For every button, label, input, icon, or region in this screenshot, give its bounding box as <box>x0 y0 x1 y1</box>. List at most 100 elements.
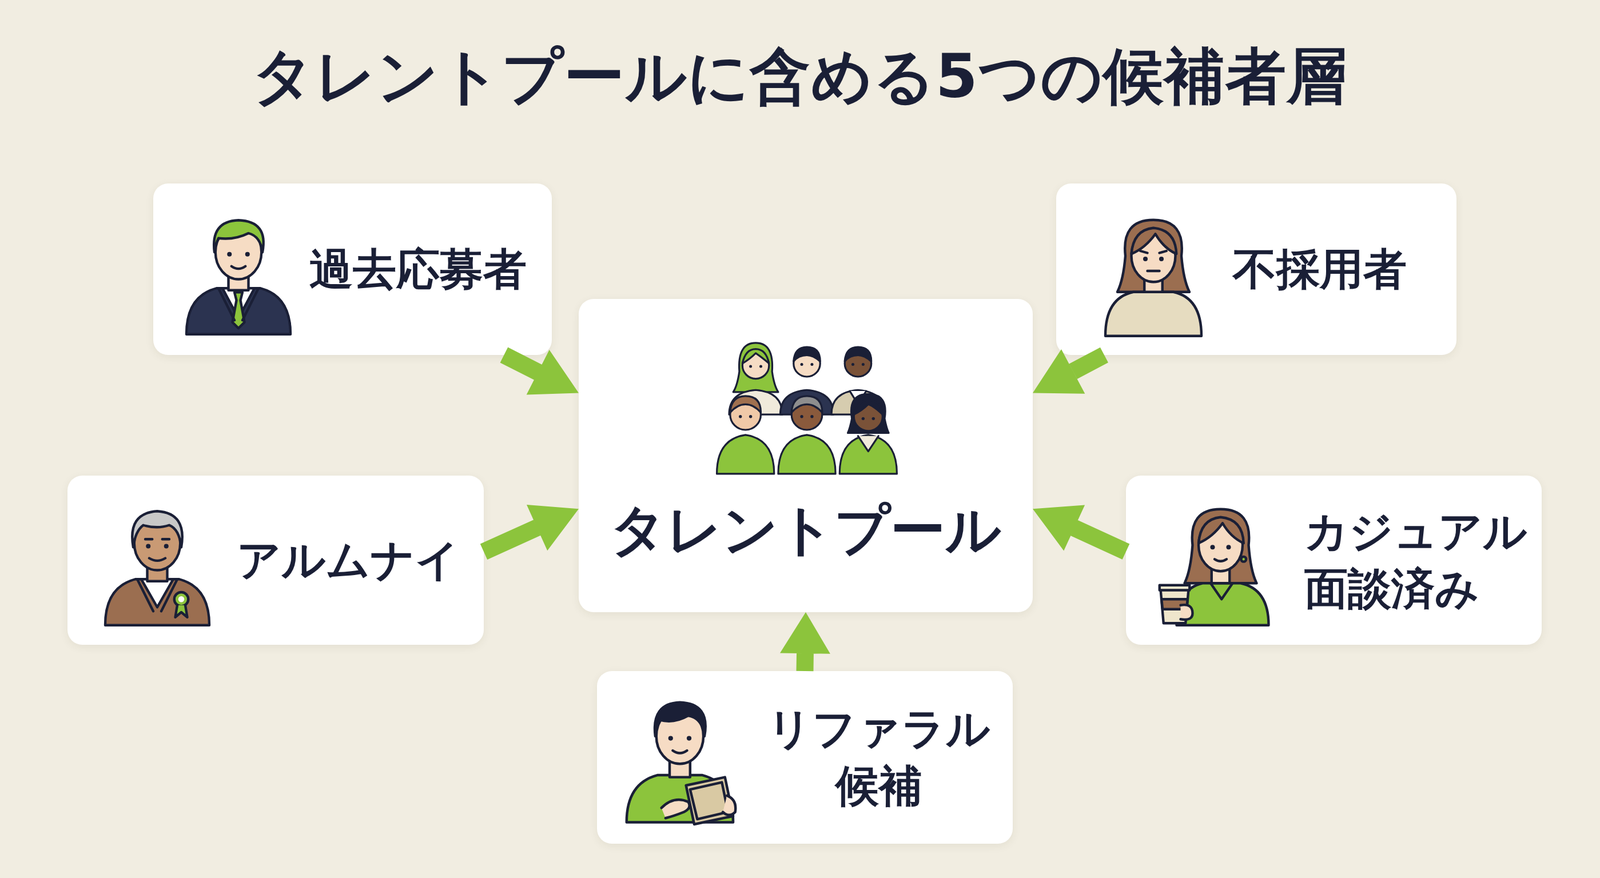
icon-part <box>686 777 734 825</box>
icon-part <box>872 417 875 421</box>
icon-part <box>672 750 687 754</box>
arrow-connector <box>1032 347 1109 394</box>
icon-part <box>134 516 181 571</box>
category-label: リファラル 候補 <box>758 700 999 816</box>
icon-part <box>1180 605 1193 620</box>
text-group: 過去応募者 <box>309 240 539 298</box>
icon-part <box>147 561 168 582</box>
icon-part <box>839 435 897 475</box>
text-group: カジュアル 面談済み <box>1304 503 1534 619</box>
category-box: カジュアル 面談済み <box>1125 475 1542 646</box>
icon-part <box>810 415 814 419</box>
icon-part <box>213 220 264 253</box>
icon-part <box>730 399 762 431</box>
icon-part <box>245 252 250 257</box>
icon-part <box>742 352 770 380</box>
icon-part <box>661 800 690 819</box>
icon-part <box>178 596 185 603</box>
icon-part <box>1117 220 1190 293</box>
icon-part <box>844 349 872 377</box>
icon-part <box>749 415 752 419</box>
icon-part <box>778 435 836 475</box>
category-label: アルムナイ <box>236 531 466 589</box>
icon-part <box>1105 292 1202 337</box>
icon-part <box>717 435 775 475</box>
icon-part <box>1210 583 1233 600</box>
icon-part <box>1105 220 1202 337</box>
icon-part <box>730 396 762 413</box>
icon-part <box>738 415 742 419</box>
icon-part <box>1214 559 1227 562</box>
icon-part <box>668 735 674 741</box>
icon-part <box>779 389 834 415</box>
icon-part <box>800 415 803 419</box>
icon-part <box>742 349 770 364</box>
text-group: アルムナイ <box>236 531 466 589</box>
icon-part <box>851 363 855 366</box>
icon-part <box>722 795 736 816</box>
icon-part <box>1210 544 1215 550</box>
icon-part <box>1159 256 1164 262</box>
icon-part <box>174 592 189 607</box>
icon-part <box>1226 544 1231 550</box>
icon-part <box>793 347 821 362</box>
icon-part <box>857 436 879 452</box>
icon-part <box>1131 229 1176 282</box>
category-box: 不採用者 <box>1056 183 1457 356</box>
icon-part <box>626 702 736 825</box>
icon-part <box>686 735 692 741</box>
icon-part <box>729 389 783 415</box>
icon-part <box>733 343 779 393</box>
icon-part <box>849 391 867 405</box>
icon-part <box>1161 599 1188 610</box>
icon-part <box>1143 256 1148 262</box>
icon-part <box>175 605 188 618</box>
icon-part <box>218 288 259 321</box>
category-label: 不採用者 <box>1232 240 1439 298</box>
category-box: アルムナイ <box>67 475 484 646</box>
icon-part <box>749 365 752 369</box>
category-label: カジュアル 面談済み <box>1304 503 1534 619</box>
hub-box: タレントプール <box>578 299 1033 613</box>
icon-part <box>186 288 291 335</box>
icon-part <box>1176 583 1269 626</box>
hub-label: タレントプール <box>610 497 1002 564</box>
icon-part <box>164 543 169 549</box>
icon-part <box>861 363 865 366</box>
icon-part <box>793 349 821 377</box>
icon-part <box>1240 556 1247 563</box>
icon-part <box>791 399 823 431</box>
icon-part <box>145 539 170 561</box>
category-box: リファラル 候補 <box>596 671 1013 845</box>
icon-part <box>1131 228 1177 255</box>
icon-part <box>186 220 291 335</box>
icon-part <box>848 393 890 433</box>
icon-part <box>669 757 691 778</box>
icon-part <box>690 782 728 821</box>
icon-part <box>232 292 245 329</box>
arrow-connector <box>500 347 579 396</box>
arrow-connector <box>779 612 831 672</box>
arrow-connector <box>1032 505 1130 560</box>
icon-part <box>227 252 232 257</box>
icon-part <box>1144 273 1163 293</box>
icon-part <box>738 363 875 421</box>
arrow-connector <box>480 504 579 560</box>
icon-part <box>853 402 883 432</box>
icon-part <box>1198 519 1243 572</box>
icon-part <box>231 266 246 269</box>
icon-part <box>1160 589 1189 624</box>
icon-part <box>215 225 262 280</box>
icon-part <box>132 511 183 548</box>
icon-part <box>228 270 249 291</box>
icon-part <box>656 709 704 765</box>
icon-part <box>861 417 865 421</box>
icon-part <box>831 389 885 415</box>
icon-part <box>141 579 174 608</box>
text-group: リファラル 候補 <box>758 700 999 816</box>
icon-part <box>222 288 255 319</box>
icon-part <box>844 347 872 362</box>
icon-part <box>626 775 734 823</box>
